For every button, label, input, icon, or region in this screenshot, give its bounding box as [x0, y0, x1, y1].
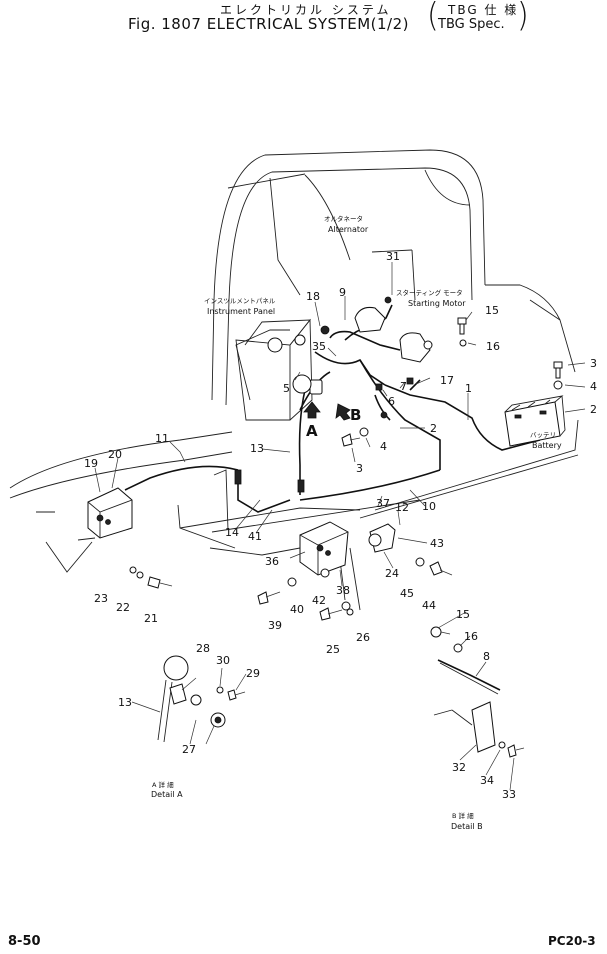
callout-7: 7 — [400, 380, 407, 393]
callout-40: 40 — [290, 603, 304, 616]
detail-b-label-jp: B 詳 細 — [452, 811, 474, 820]
instrument-panel-label: Instrument Panel — [207, 307, 275, 316]
horn — [368, 523, 396, 553]
callout-19: 19 — [84, 457, 98, 470]
cab-outline — [211, 149, 576, 406]
page-number: 8-50 — [8, 934, 41, 949]
callout-33: 33 — [502, 788, 516, 801]
callout-44: 44 — [422, 599, 436, 612]
detail-b-drawing — [430, 611, 525, 791]
callout-12: 12 — [395, 501, 409, 514]
callout-41: 41 — [248, 530, 262, 543]
callout-38: 38 — [336, 584, 350, 597]
callout-42: 42 — [312, 594, 326, 607]
detail-a-drawing — [131, 655, 247, 745]
view-b-marker: B — [350, 406, 361, 424]
instrument-panel-box — [235, 318, 313, 421]
model-code: PC20-3 — [548, 934, 596, 948]
spec-close-paren: ) — [517, 0, 529, 35]
view-arrows — [303, 401, 351, 421]
callout-18: 18 — [306, 290, 320, 303]
callout-28: 28 — [196, 642, 210, 655]
callout-45: 45 — [400, 587, 414, 600]
callout-5: 5 — [283, 382, 290, 395]
detail-a-label: Detail A — [151, 790, 183, 799]
figure-title: Fig. 1807 ELECTRICAL SYSTEM(1/2) — [128, 15, 409, 33]
callout-36: 36 — [265, 555, 279, 568]
starting-motor-label-jp: スターティング モータ — [396, 288, 463, 297]
callout-14: 14 — [225, 526, 239, 539]
callout-26: 26 — [356, 631, 370, 644]
callout-3-right: 3 — [590, 357, 597, 370]
alternator-label-jp: オルタネータ — [324, 214, 363, 223]
callout-16: 16 — [486, 340, 500, 353]
battery — [504, 395, 566, 447]
callout-39: 39 — [268, 619, 282, 632]
callout-6: 6 — [388, 395, 395, 408]
callout-11: 11 — [155, 432, 169, 445]
callout-3-center: 3 — [356, 462, 363, 475]
title-japanese: エレクトリカル システム — [220, 3, 392, 17]
callout-32: 32 — [452, 761, 466, 774]
callout-35: 35 — [312, 340, 326, 353]
wiring-harness — [124, 304, 541, 513]
detail-b-label: Detail B — [451, 822, 483, 831]
callout-1: 1 — [465, 382, 472, 395]
frame-outline — [9, 329, 579, 611]
view-a-marker: A — [306, 422, 318, 440]
callout-43: 43 — [430, 537, 444, 550]
alternator — [354, 296, 392, 333]
callout-27: 27 — [182, 743, 196, 756]
starting-motor-label: Starting Motor — [408, 299, 466, 308]
connectors — [234, 325, 414, 493]
starting-motor — [399, 332, 433, 363]
callout-17: 17 — [440, 374, 454, 387]
callout-31: 31 — [386, 250, 400, 263]
callout-numbers: 31 9 18 15 16 35 17 7 1 3 4 2 5 6 2 4 3 … — [84, 250, 597, 801]
callout-10: 10 — [422, 500, 436, 513]
alternator-label: Alternator — [328, 225, 369, 234]
callout-4-right: 4 — [590, 380, 597, 393]
detail-a-label-jp: A 詳 細 — [152, 780, 174, 789]
spec-english: TBG Spec. — [438, 17, 505, 32]
callout-9: 9 — [339, 286, 346, 299]
leader-lines — [94, 262, 586, 587]
callout-23: 23 — [94, 592, 108, 605]
callout-15-detail-b: 15 — [456, 608, 470, 621]
callout-20: 20 — [108, 448, 122, 461]
relay-box-left — [87, 487, 133, 539]
callout-4-center: 4 — [380, 440, 387, 453]
callout-37: 37 — [376, 497, 390, 510]
callout-25: 25 — [326, 643, 340, 656]
callout-22: 22 — [116, 601, 130, 614]
callout-30: 30 — [216, 654, 230, 667]
callout-13-detail-a: 13 — [118, 696, 132, 709]
spec-open-paren: ( — [427, 0, 439, 35]
callout-16-detail-b: 16 — [464, 630, 478, 643]
spec-japanese: TBG 仕 様 — [448, 3, 519, 17]
callout-8: 8 — [483, 650, 490, 663]
callout-13: 13 — [250, 442, 264, 455]
fasteners — [129, 317, 563, 621]
battery-label-jp: バッテリ — [530, 431, 556, 439]
callout-15: 15 — [485, 304, 499, 317]
callout-21: 21 — [144, 612, 158, 625]
callout-2-center: 2 — [430, 422, 437, 435]
switch-block — [299, 521, 349, 576]
instrument-panel-label-jp: インスツルメントパネル — [204, 297, 276, 305]
callout-2-right: 2 — [590, 403, 597, 416]
callout-34: 34 — [480, 774, 494, 787]
callout-24: 24 — [385, 567, 399, 580]
battery-label: Battery — [532, 441, 562, 450]
callout-29: 29 — [246, 667, 260, 680]
